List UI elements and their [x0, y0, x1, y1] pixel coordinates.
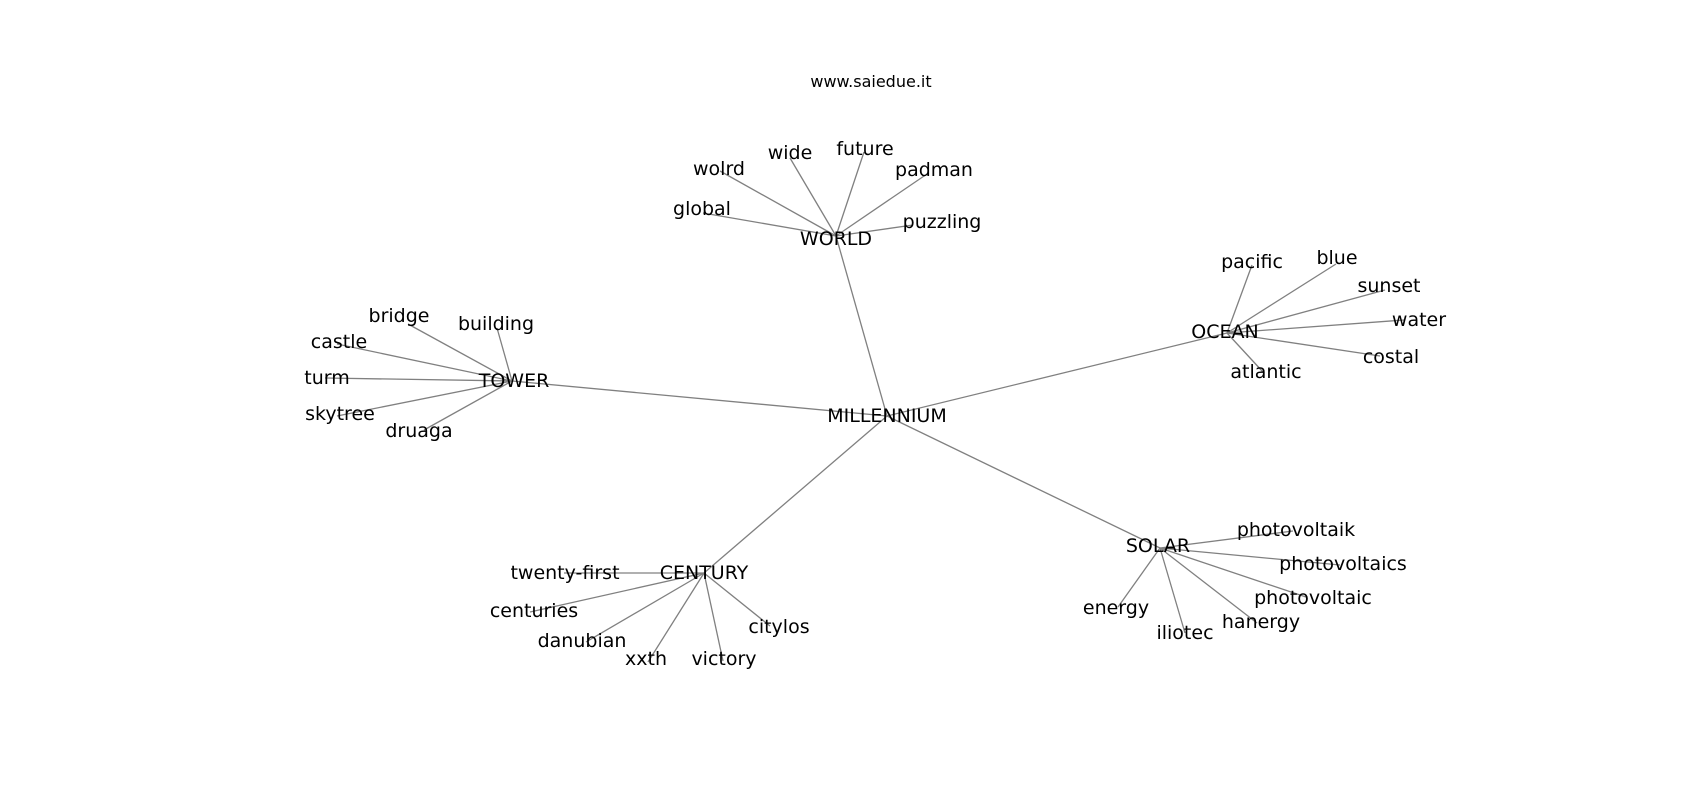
edge-century-victory [703, 572, 724, 662]
edge-root-world [835, 235, 888, 417]
edge-world-puzzling [835, 224, 914, 237]
node-leaf-castle: castle [311, 331, 367, 353]
node-hub-world: WORLD [800, 228, 872, 250]
node-leaf-energy: energy [1083, 597, 1149, 619]
node-leaf-victory: victory [691, 648, 756, 670]
edge-solar-hanergy [1159, 547, 1258, 624]
node-leaf-danubian: danubian [538, 630, 627, 652]
node-leaf-wide: wide [768, 142, 813, 164]
node-hub-solar: SOLAR [1126, 535, 1190, 557]
node-root-millennium: MILLENNIUM [827, 405, 947, 427]
edge-century-centuries [529, 572, 705, 613]
node-leaf-citylos: citylos [748, 616, 809, 638]
edge-world-global [702, 212, 837, 237]
edge-world-future [835, 151, 865, 237]
edge-root-solar [886, 415, 1161, 549]
node-leaf-padman: padman [895, 159, 973, 181]
edge-solar-photovoltaics [1159, 547, 1341, 566]
edge-solar-iliotec [1159, 547, 1186, 634]
node-leaf-skytree: skytree [305, 403, 375, 425]
edge-root-century [703, 415, 888, 574]
edge-solar-photovoltaik [1159, 530, 1294, 549]
edge-solar-energy [1117, 547, 1161, 608]
edge-world-wolrd [719, 170, 837, 237]
node-leaf-photovoltaic: photovoltaic [1254, 587, 1372, 609]
site-title: www.saiedue.it [810, 72, 932, 91]
edge-ocean-water [1226, 319, 1405, 334]
node-leaf-wolrd: wolrd [693, 158, 745, 180]
edge-tower-castle [336, 343, 513, 382]
edge-root-tower [511, 380, 888, 417]
node-leaf-atlantic: atlantic [1230, 361, 1301, 383]
node-leaf-centuries: centuries [490, 600, 578, 622]
edge-ocean-costal [1226, 332, 1381, 357]
node-leaf-photovoltaik: photovoltaik [1237, 519, 1355, 541]
edge-century-xxth [647, 572, 705, 663]
node-leaf-bridge: bridge [369, 305, 430, 327]
node-leaf-photovoltaics: photovoltaics [1279, 553, 1407, 575]
edge-century-danubian [585, 572, 705, 643]
node-leaf-water: water [1392, 309, 1446, 331]
edge-century-citylos [703, 572, 771, 627]
edge-ocean-pacific [1226, 264, 1253, 334]
edge-world-padman [835, 173, 928, 237]
edge-tower-building [496, 327, 513, 382]
node-leaf-druaga: druaga [385, 420, 452, 442]
node-leaf-sunset: sunset [1357, 275, 1420, 297]
node-leaf-future: future [836, 138, 893, 160]
edge-root-ocean [886, 332, 1228, 417]
edge-tower-turm [324, 377, 513, 382]
node-leaf-xxth: xxth [625, 648, 667, 670]
node-leaf-hanergy: hanergy [1222, 611, 1300, 633]
edge-tower-bridge [407, 323, 513, 382]
node-leaf-blue: blue [1316, 247, 1357, 269]
edge-tower-skytree [336, 380, 513, 417]
node-leaf-turm: turm [304, 367, 349, 389]
node-leaf-iliotec: iliotec [1156, 622, 1213, 644]
node-leaf-pacific: pacific [1221, 251, 1283, 273]
node-leaf-global: global [673, 198, 731, 220]
node-leaf-puzzling: puzzling [903, 211, 982, 233]
node-leaf-twenty-first: twenty-first [510, 562, 619, 584]
edge-tower-druaga [423, 380, 513, 431]
node-hub-ocean: OCEAN [1191, 321, 1258, 343]
edge-world-wide [789, 157, 837, 237]
edge-solar-photovoltaic [1159, 547, 1307, 598]
node-leaf-costal: costal [1363, 346, 1419, 368]
edge-ocean-sunset [1226, 289, 1386, 334]
node-hub-century: CENTURY [660, 562, 749, 584]
node-hub-tower: TOWER [478, 370, 550, 392]
node-leaf-building: building [458, 313, 534, 335]
edges [324, 151, 1405, 663]
edge-ocean-blue [1226, 263, 1337, 334]
edge-ocean-atlantic [1226, 332, 1264, 373]
